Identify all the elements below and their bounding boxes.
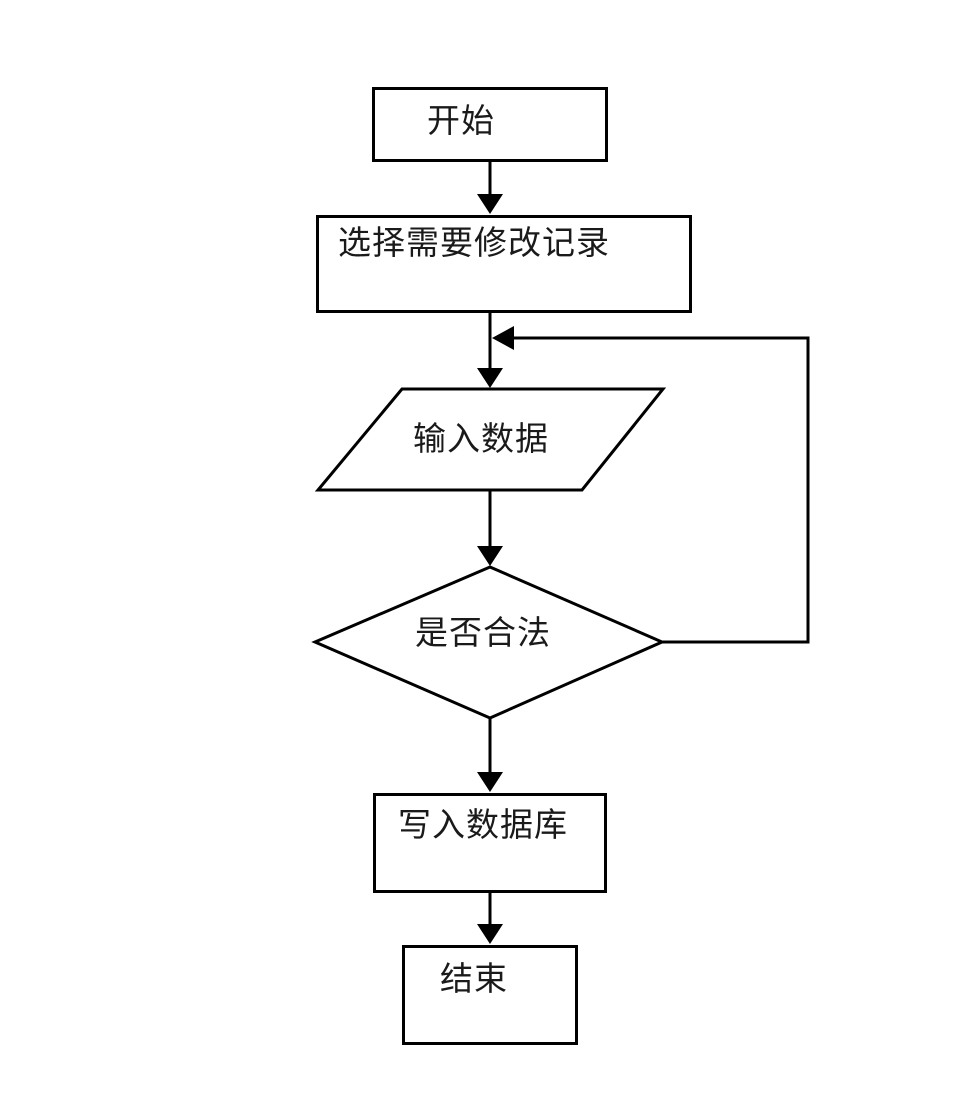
node-write-rect <box>373 793 607 893</box>
node-start-label: 开始 <box>427 102 495 139</box>
arrowhead-decision-write <box>477 772 503 792</box>
arrowhead-write-end <box>477 924 503 944</box>
node-select-label: 选择需要修改记录 <box>338 224 610 261</box>
node-decision-diamond <box>311 565 666 720</box>
node-decision-label: 是否合法 <box>415 614 551 651</box>
arrowhead-start-select <box>477 194 503 214</box>
node-input-label: 输入数据 <box>413 420 549 457</box>
node-select-rect <box>316 215 692 313</box>
node-end-rect <box>402 945 578 1045</box>
node-start-rect <box>372 87 608 162</box>
arrowhead-feedback-left <box>492 326 514 350</box>
arrowhead-select-input <box>477 368 503 388</box>
node-input-parallelogram <box>314 387 667 492</box>
node-end-label: 结束 <box>440 960 508 997</box>
arrowhead-input-decision <box>477 546 503 566</box>
node-write-label: 写入数据库 <box>398 806 568 843</box>
edge-decision-input-feedback <box>512 336 810 644</box>
